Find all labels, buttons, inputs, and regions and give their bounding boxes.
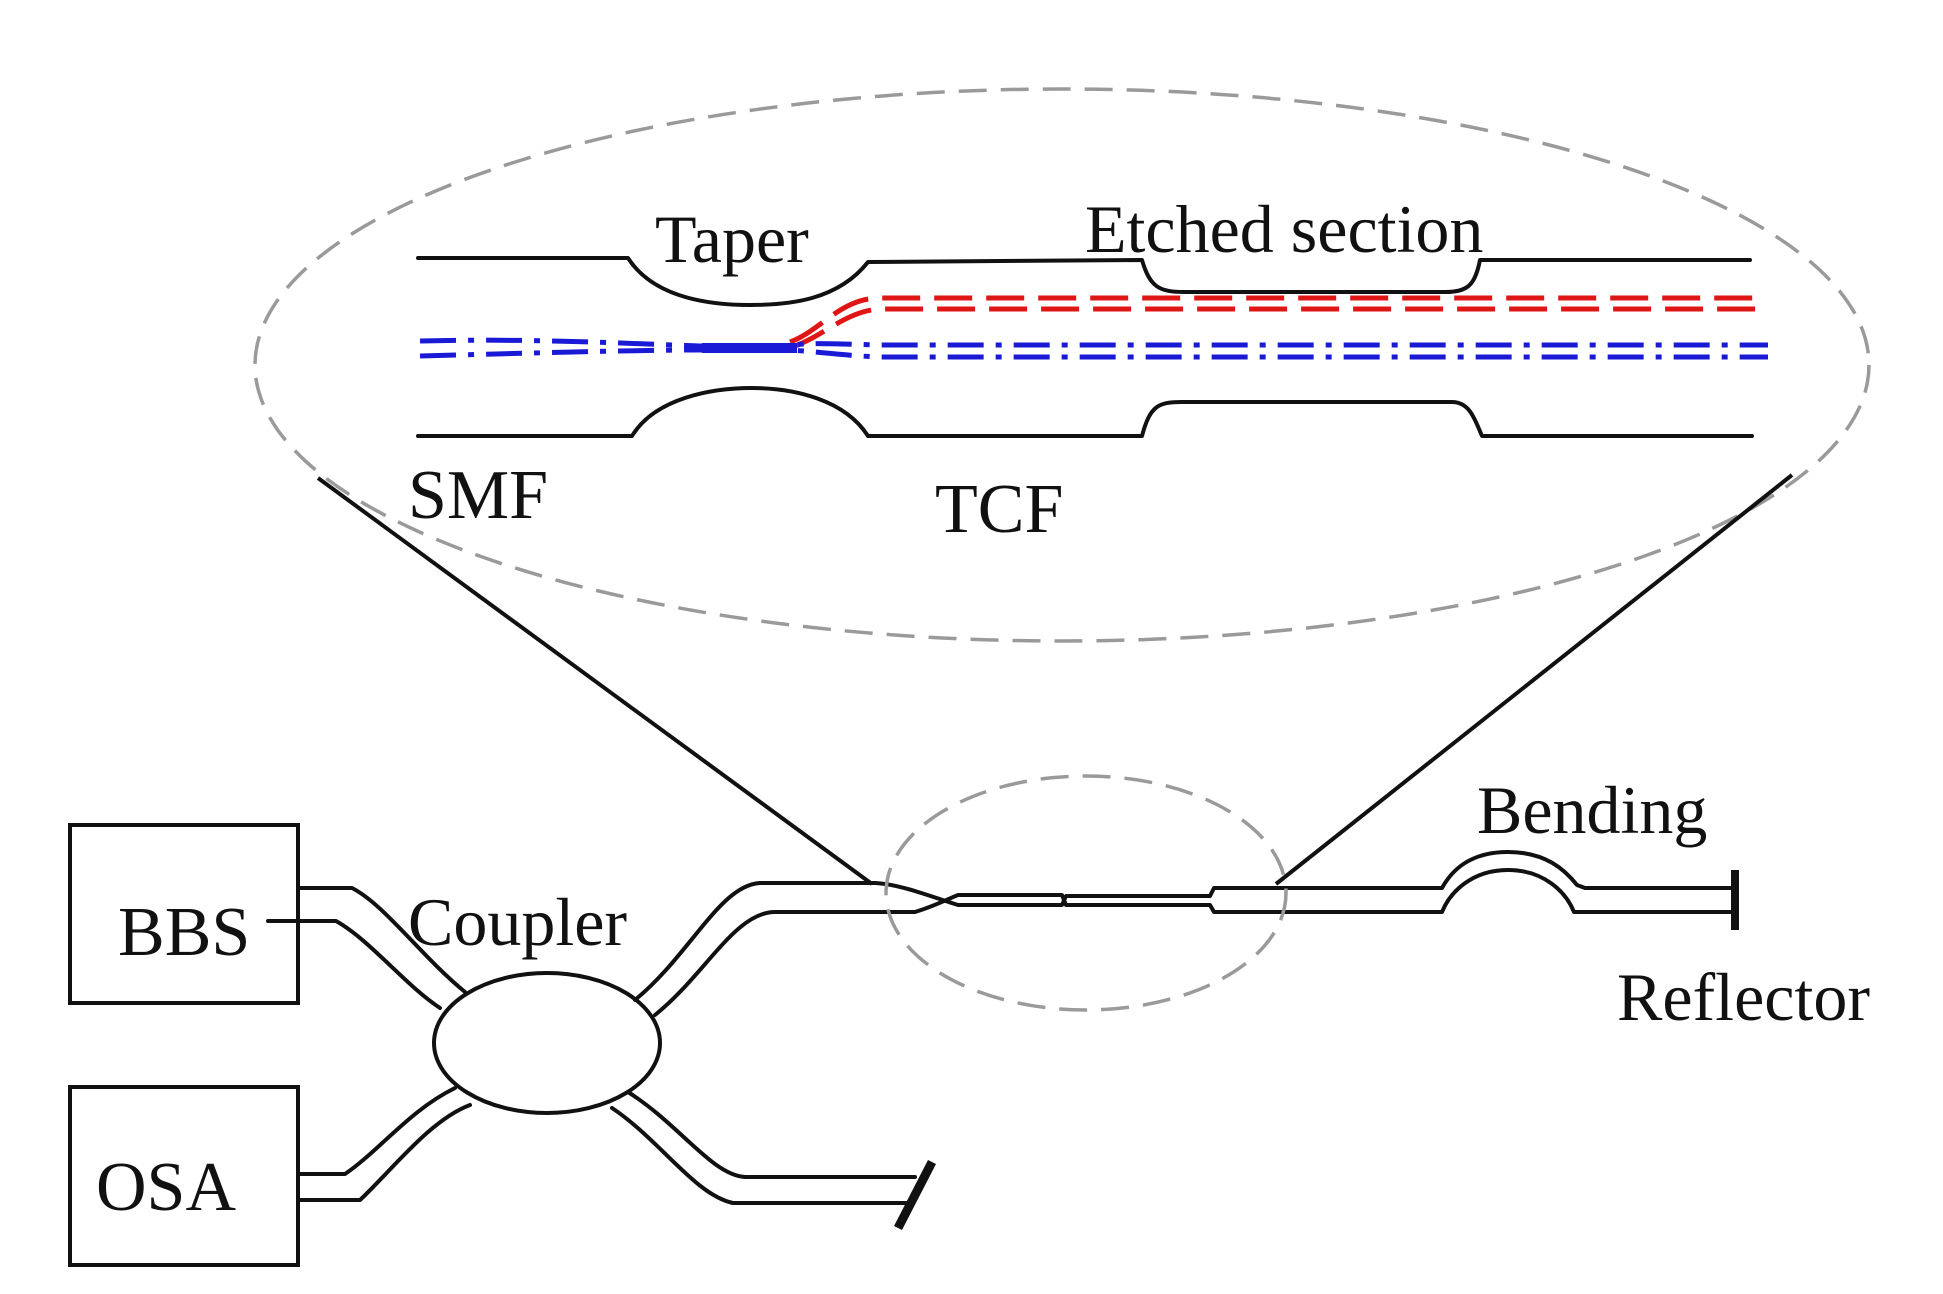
taper-core-segment: [702, 343, 797, 353]
zoom-inset: Taper Etched section SMF TCF: [253, 87, 1871, 643]
system-schematic: BBS OSA Coupler: [68, 772, 1870, 1267]
osa-box-frame: [68, 1085, 300, 1267]
bending-label: Bending: [1477, 772, 1707, 848]
smf-label: SMF: [408, 457, 548, 534]
fiber-coupler-sensor: [633, 850, 1739, 1017]
cladding-mode-line-lower: [789, 306, 1760, 351]
fiber-lower-boundary: [416, 386, 1754, 438]
coupler-label: Coupler: [408, 884, 627, 960]
tcf-label: TCF: [935, 471, 1063, 548]
bbs-label: BBS: [118, 894, 250, 971]
coupler-ellipse: [432, 971, 662, 1115]
bbs-box: BBS: [68, 823, 300, 1005]
zoom-line-left: [316, 476, 874, 886]
fiber-osa-coupler: [296, 1086, 472, 1202]
sensor-zoom-outline: [884, 774, 1288, 1012]
taper-label: Taper: [655, 201, 809, 277]
zoom-projection-lines: [316, 473, 1794, 886]
cladding-mode-lines: [789, 295, 1760, 351]
core-mode-line-lower: [419, 347, 1768, 360]
fiber-coupler-termination: [610, 1090, 937, 1231]
fiber-upper-boundary: [416, 256, 1752, 307]
fiber-bbs-coupler: [266, 886, 467, 1010]
reflector-label: Reflector: [1617, 959, 1870, 1035]
fiber-termination-mark: [893, 1159, 937, 1231]
osa-box: OSA: [68, 1085, 300, 1267]
zoom-inset-outline: [253, 87, 1871, 643]
osa-label: OSA: [96, 1149, 236, 1226]
core-mode-lines: [419, 337, 1768, 360]
zoom-line-right: [1274, 473, 1794, 886]
bbs-box-frame: [68, 823, 300, 1005]
core-mode-line-upper: [419, 337, 1768, 349]
etched-section-label: Etched section: [1085, 191, 1483, 267]
cladding-mode-line-upper: [789, 295, 1760, 345]
